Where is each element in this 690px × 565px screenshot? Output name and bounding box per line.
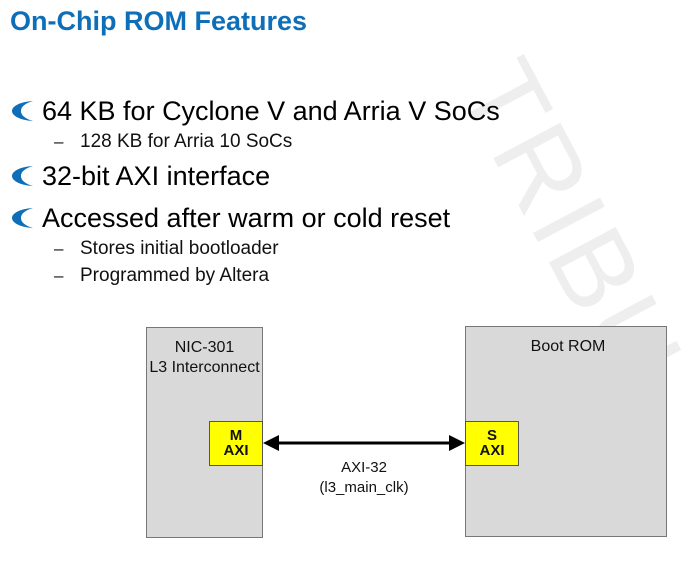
nic301-label: NIC-301 L3 Interconnect xyxy=(146,338,263,378)
nic301-subtitle: L3 Interconnect xyxy=(149,359,260,376)
sub-bullet-item: – Stores initial bootloader xyxy=(54,235,500,262)
slave-port-letter: S xyxy=(486,427,497,444)
bus-width-label: AXI-32 xyxy=(341,459,387,476)
crescent-bullet-icon xyxy=(12,166,33,186)
master-port-letter: M xyxy=(229,427,243,444)
dash-icon: – xyxy=(54,265,64,285)
boot-rom-label: Boot ROM xyxy=(530,338,606,355)
slave-axi-port: S AXI xyxy=(465,421,519,466)
bullet-text: 32-bit AXI interface xyxy=(42,160,271,191)
master-axi-port: M AXI xyxy=(209,421,263,466)
slave-port-label: AXI xyxy=(479,442,505,459)
bullet-item: Accessed after warm or cold reset xyxy=(6,201,500,235)
bullet-item: 64 KB for Cyclone V and Arria V SoCs xyxy=(6,94,500,128)
sub-bullet-text: Stores initial bootloader xyxy=(80,237,279,259)
crescent-bullet-icon xyxy=(12,208,33,228)
bullet-text: Accessed after warm or cold reset xyxy=(42,202,451,233)
sub-bullet-text: 128 KB for Arria 10 SoCs xyxy=(80,130,293,152)
sub-bullet-text: Programmed by Altera xyxy=(80,264,270,286)
bullet-text: 64 KB for Cyclone V and Arria V SoCs xyxy=(42,95,500,126)
double-arrow-icon xyxy=(263,435,465,451)
bus-label: AXI-32 (l3_main_clk) xyxy=(300,458,428,498)
dash-icon: – xyxy=(54,238,64,258)
dash-icon: – xyxy=(54,131,64,151)
nic301-name: NIC-301 xyxy=(174,339,235,356)
bullet-list: 64 KB for Cyclone V and Arria V SoCs – 1… xyxy=(6,94,500,289)
crescent-bullet-icon xyxy=(12,101,33,121)
bullet-item: 32-bit AXI interface xyxy=(6,159,500,193)
sub-bullet-item: – Programmed by Altera xyxy=(54,262,500,289)
sub-bullet-item: – 128 KB for Arria 10 SoCs xyxy=(54,128,500,155)
master-port-label: AXI xyxy=(223,442,249,459)
page-title: On-Chip ROM Features xyxy=(10,6,308,36)
bus-clock-label: (l3_main_clk) xyxy=(319,479,409,496)
